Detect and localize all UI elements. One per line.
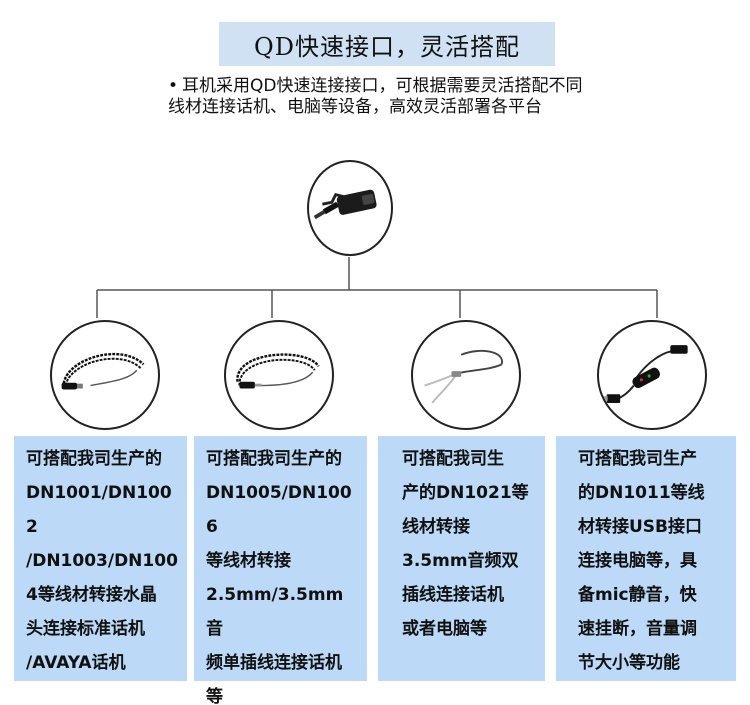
card-line: 头连接标准话机 — [26, 619, 145, 639]
card-line: DN1005/DN1006 — [206, 483, 352, 537]
card-line: 可搭配我司生 — [402, 449, 504, 469]
page-title-text: QD快速接口，灵活搭配 — [254, 32, 520, 61]
card-line: 节大小等功能 — [578, 653, 680, 673]
jack-cable-circle — [224, 320, 334, 430]
rj-coiled-cable-icon — [61, 352, 145, 390]
description-card-3: 可搭配我司生 产的DN1021等 线材转接 3.5mm音频双 插线连接话机 或者… — [378, 436, 545, 681]
description-card-1: 可搭配我司生产的 DN1001/DN1002 /DN1003/DN100 4等线… — [14, 436, 187, 681]
dual-jack-cable-circle — [411, 320, 521, 430]
page-title: QD快速接口，灵活搭配 — [219, 22, 555, 66]
jack-coiled-cable-icon — [236, 353, 320, 389]
intro-paragraph: •耳机采用QD快速连接接口，可根据需要灵活搭配不同线材连接话机、电脑等设备，高效… — [168, 76, 588, 118]
usb-inline-control-cable-icon — [600, 345, 688, 403]
description-card-4: 可搭配我司生产 的DN1011等线 材转接USB接口 连接电脑等，具 备mic静… — [556, 436, 736, 681]
card-line: 2.5mm/3.5mm音 — [206, 585, 344, 639]
card-line: /AVAYA话机 — [26, 653, 126, 673]
description-card-2: 可搭配我司生产的 DN1005/DN1006 等线材转接 2.5mm/3.5mm… — [194, 436, 367, 705]
card-line: 产的DN1021等 — [402, 483, 529, 503]
usb-cable-circle — [597, 320, 707, 430]
card-line: 速挂断，音量调 — [578, 619, 697, 639]
card-line: 可搭配我司生产的 — [206, 449, 342, 469]
card-line: 材转接USB接口 — [578, 517, 703, 537]
card-line: 连接电脑等，具 — [578, 551, 697, 571]
card-line: 可搭配我司生产的 — [26, 449, 162, 469]
card-line: 等 — [206, 687, 223, 705]
intro-text: 耳机采用QD快速连接接口，可根据需要灵活搭配不同线材连接话机、电脑等设备，高效灵… — [168, 76, 583, 117]
card-line: DN1001/DN1002 — [26, 483, 172, 537]
qd-connector-icon — [313, 189, 377, 220]
card-line: 插线连接话机 — [402, 585, 504, 605]
card-line: 或者电脑等 — [402, 619, 487, 639]
qd-connector-circle — [307, 160, 393, 256]
card-line: 4等线材转接水晶 — [26, 585, 157, 605]
dual-jack-cable-icon — [424, 349, 503, 404]
card-line: 线材转接 — [402, 517, 470, 537]
card-line: 可搭配我司生产 — [578, 449, 697, 469]
card-line: 的DN1011等线 — [578, 483, 705, 503]
card-line: 频单插线连接话机 — [206, 653, 342, 673]
rj-cable-circle — [50, 320, 160, 430]
bullet-mark: • — [168, 76, 179, 96]
card-line: 等线材转接 — [206, 551, 291, 571]
card-line: 3.5mm音频双 — [402, 551, 519, 571]
card-line: /DN1003/DN100 — [26, 551, 178, 571]
card-line: 备mic静音，快 — [578, 585, 697, 605]
